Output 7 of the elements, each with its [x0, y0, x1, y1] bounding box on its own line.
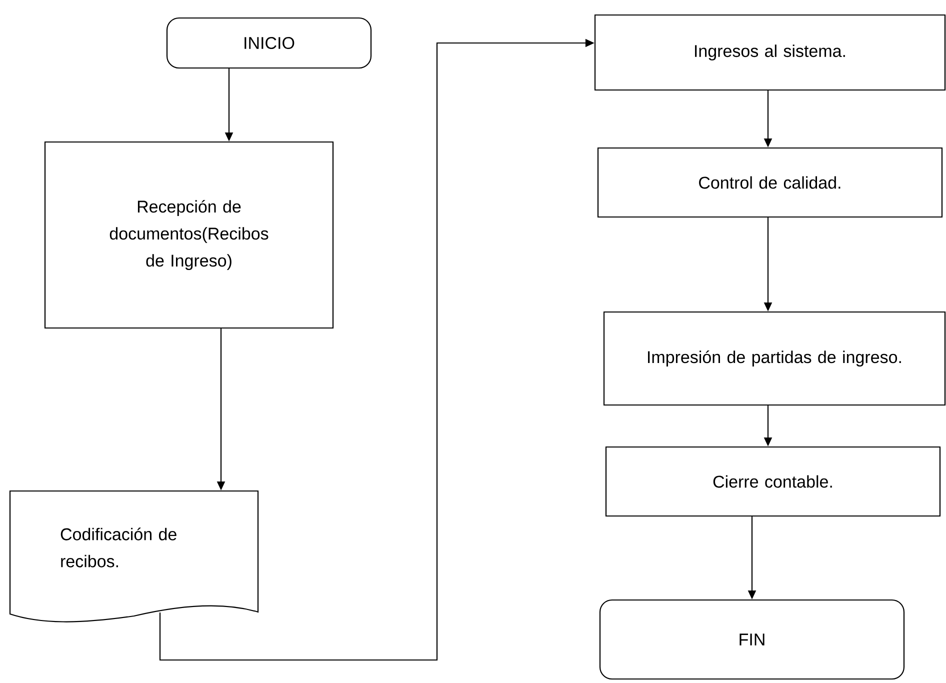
process-box: Control de calidad.: [597, 147, 943, 218]
process-box: Cierre contable.: [605, 446, 941, 517]
process-box: Ingresos al sistema.: [594, 14, 946, 91]
process-box: Impresión de partidas de ingreso.: [603, 311, 946, 406]
terminal-box: INICIO: [166, 17, 372, 69]
terminal-box: FIN: [599, 599, 905, 680]
process-box: Recepción de documentos(Recibos de Ingreso): [44, 141, 334, 329]
